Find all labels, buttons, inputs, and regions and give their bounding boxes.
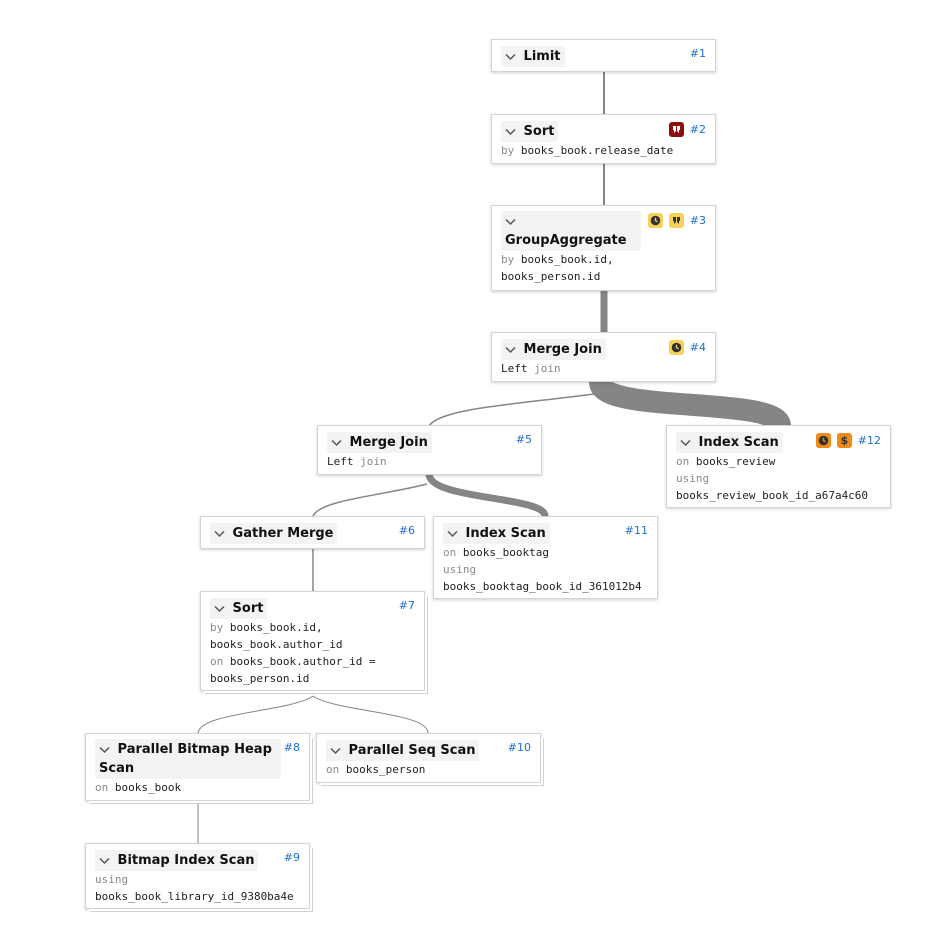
node-title[interactable]: Merge Join bbox=[501, 339, 606, 360]
clock-icon[interactable] bbox=[815, 433, 831, 448]
edge-n4-n5 bbox=[428, 393, 595, 427]
plan-node-parallel-seq-scan[interactable]: Parallel Seq Scan #10 on books_person bbox=[316, 733, 541, 783]
plan-node-gather-merge[interactable]: Gather Merge #6 bbox=[200, 516, 425, 549]
node-detail: by books_book.release_date bbox=[501, 144, 674, 157]
node-id-link[interactable]: #9 bbox=[283, 851, 300, 864]
chevron-down-icon[interactable] bbox=[331, 433, 345, 452]
edge-n4-n12 bbox=[589, 378, 791, 431]
filter-icon[interactable] bbox=[668, 122, 684, 137]
plan-node-groupaggregate[interactable]: GroupAggregate #3 by books_book.id,books… bbox=[491, 205, 716, 291]
node-id-link[interactable]: #8 bbox=[283, 741, 300, 754]
plan-node-merge-join-4[interactable]: Merge Join #4 Left join bbox=[491, 332, 716, 382]
clock-icon[interactable] bbox=[647, 213, 663, 228]
chevron-down-icon[interactable] bbox=[214, 524, 228, 543]
chevron-down-icon[interactable] bbox=[99, 740, 113, 759]
chevron-down-icon[interactable] bbox=[505, 122, 519, 141]
chevron-down-icon[interactable] bbox=[447, 524, 461, 543]
node-id-link[interactable]: #2 bbox=[689, 122, 706, 136]
node-detail: by books_book.id,books_person.id bbox=[501, 253, 614, 283]
node-title[interactable]: Bitmap Index Scan bbox=[95, 850, 259, 871]
node-id-link[interactable]: #1 bbox=[689, 47, 706, 60]
node-title[interactable]: Limit bbox=[501, 46, 565, 67]
node-id-link[interactable]: #7 bbox=[398, 599, 415, 612]
clock-icon[interactable] bbox=[668, 340, 684, 355]
plan-node-sort-2[interactable]: Sort #2 by books_book.release_date bbox=[491, 114, 716, 164]
filter-icon[interactable] bbox=[668, 213, 684, 228]
plan-node-sort-7[interactable]: Sort #7 by books_book.id,books_book.auth… bbox=[200, 591, 425, 691]
edge-n5-n11 bbox=[425, 472, 549, 518]
edge-n7-n8 bbox=[197, 695, 314, 734]
node-detail: on books_person bbox=[326, 763, 426, 776]
node-title[interactable]: GroupAggregate bbox=[501, 211, 641, 251]
chevron-down-icon[interactable] bbox=[505, 340, 519, 359]
dollar-icon[interactable]: $ bbox=[836, 433, 852, 448]
plan-node-merge-join-5[interactable]: Merge Join #5 Left join bbox=[317, 425, 542, 475]
chevron-down-icon[interactable] bbox=[99, 851, 113, 870]
node-title[interactable]: Sort bbox=[210, 598, 268, 619]
node-id-link[interactable]: #12 bbox=[857, 433, 881, 447]
node-id-link[interactable]: #10 bbox=[507, 741, 531, 754]
node-title[interactable]: Parallel Seq Scan bbox=[326, 740, 480, 761]
node-detail: on books_book bbox=[95, 781, 182, 794]
node-title[interactable]: Gather Merge bbox=[210, 523, 338, 544]
edge-n7-n10 bbox=[312, 695, 429, 734]
node-id-link[interactable]: #5 bbox=[515, 433, 532, 446]
chevron-down-icon[interactable] bbox=[214, 599, 228, 618]
node-title[interactable]: Sort bbox=[501, 121, 559, 142]
node-title[interactable]: Merge Join bbox=[327, 432, 432, 453]
node-title[interactable]: Index Scan bbox=[676, 432, 783, 453]
node-title[interactable]: Index Scan bbox=[443, 523, 550, 544]
chevron-down-icon[interactable] bbox=[505, 47, 519, 66]
node-id-link[interactable]: #11 bbox=[624, 524, 648, 537]
edge-n5-n6 bbox=[312, 483, 428, 517]
chevron-down-icon[interactable] bbox=[330, 741, 344, 760]
node-id-link[interactable]: #6 bbox=[398, 524, 415, 537]
node-detail: Left join bbox=[327, 455, 387, 468]
chevron-down-icon[interactable] bbox=[505, 212, 519, 231]
node-detail: Left join bbox=[501, 362, 561, 375]
node-id-link[interactable]: #3 bbox=[689, 213, 706, 227]
plan-node-limit[interactable]: Limit #1 bbox=[491, 39, 716, 72]
chevron-down-icon[interactable] bbox=[680, 433, 694, 452]
node-id-link[interactable]: #4 bbox=[689, 340, 706, 354]
